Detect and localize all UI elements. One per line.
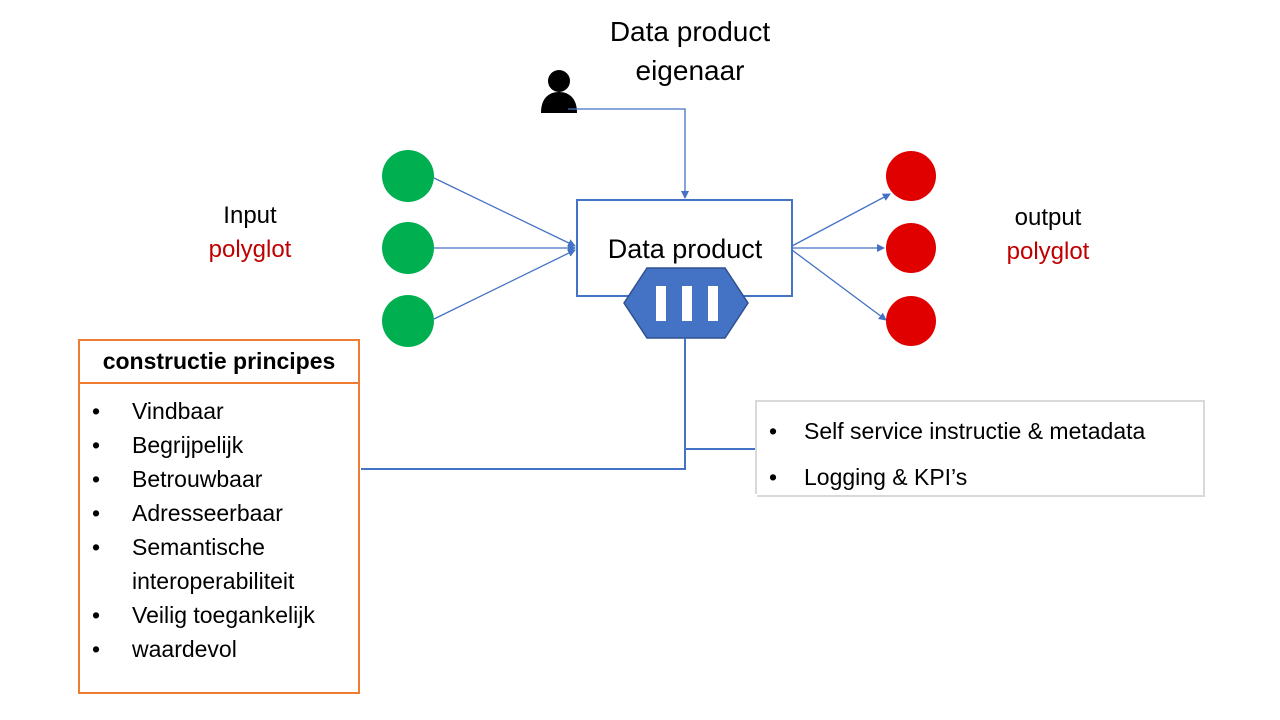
input-label-text: Input <box>223 202 277 229</box>
person-icon <box>541 70 577 113</box>
input-nodes <box>382 150 434 347</box>
owner-label: Data product eigenaar <box>590 12 790 90</box>
output-node <box>886 151 936 201</box>
input-connectors <box>433 177 576 320</box>
principle-item: Adresseerbaar <box>80 496 358 530</box>
principle-item: Semantische interoperabiliteit <box>80 530 322 598</box>
data-product-title: Data product <box>607 234 763 264</box>
service-item: Logging & KPI’s <box>757 454 1203 500</box>
output-sublabel: polyglot <box>1006 238 1090 265</box>
input-node <box>382 222 434 274</box>
service-item: Self service instructie & metadata <box>757 408 1203 454</box>
output-node <box>886 223 936 273</box>
output-node <box>886 296 936 346</box>
input-label: Input polyglot <box>190 199 310 267</box>
output-label-text: output <box>1014 204 1082 231</box>
input-node <box>382 295 434 347</box>
owner-label-line2: eigenaar <box>635 55 745 86</box>
principle-item: Begrijpelijk <box>80 428 358 462</box>
owner-connector <box>568 108 689 199</box>
self-service-box: Self service instructie & metadata Loggi… <box>755 400 1205 500</box>
port-connectors <box>361 338 758 470</box>
principles-list: Vindbaar Begrijpelijk Betrouwbaar Adress… <box>80 384 358 666</box>
principle-item: Vindbaar <box>80 394 358 428</box>
owner-label-line1: Data product <box>609 16 771 47</box>
input-node <box>382 150 434 202</box>
port-icon <box>623 267 749 339</box>
output-connectors <box>791 193 891 321</box>
self-service-list: Self service instructie & metadata Loggi… <box>757 402 1203 500</box>
principle-item: Betrouwbaar <box>80 462 358 496</box>
principles-title: constructie principes <box>80 341 358 384</box>
output-label: output polyglot <box>988 201 1108 269</box>
principles-box: constructie principes Vindbaar Begrijpel… <box>78 339 360 694</box>
output-nodes <box>886 151 936 346</box>
principle-item: waardevol <box>80 632 358 666</box>
input-sublabel: polyglot <box>208 236 292 263</box>
principle-item: Veilig toegankelijk <box>80 598 358 632</box>
